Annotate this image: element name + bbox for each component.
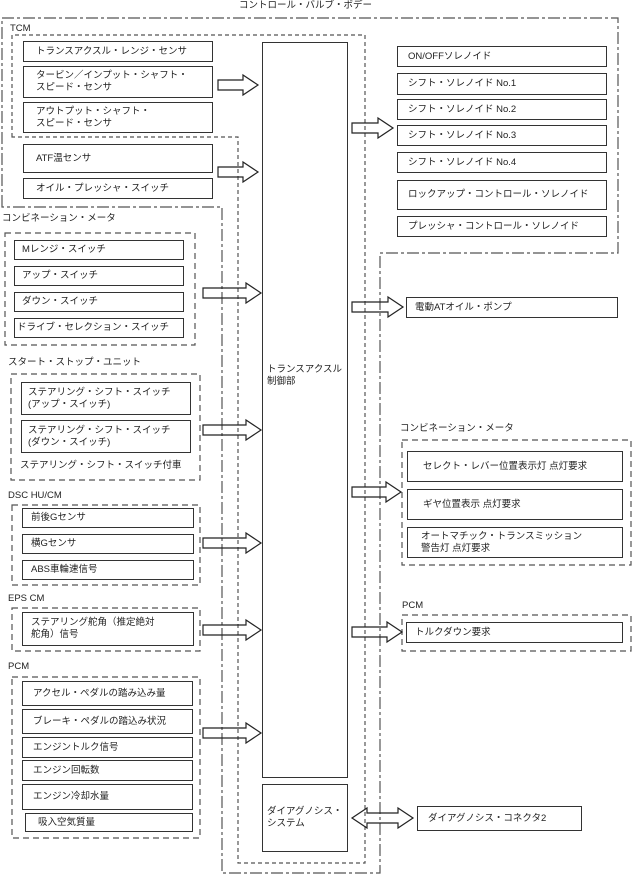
eps-cm-label: EPS CM [8, 593, 45, 604]
arrow-dsc-hu-cm [202, 531, 263, 555]
torque-down-request: トルクダウン要求 [406, 622, 623, 643]
select-lever-indicator-request: セレクト・レバー位置表示灯 点灯要求 [407, 451, 623, 482]
shift-solenoid-2: シフト・ソレノイド No.2 [397, 99, 607, 120]
pcm-output-label: PCM [402, 600, 424, 611]
abs-wheel-speed-signal: ABS車輪速信号 [22, 560, 194, 580]
gear-position-indicator-request: ギヤ位置表示 点灯要求 [407, 489, 623, 520]
steering-shift-switch-down: ステアリング・シフト・スイッチ (ダウン・スイッチ) [21, 420, 191, 453]
lateral-g-sensor: 横Gセンサ [22, 534, 194, 554]
arrow-combination-meter [202, 281, 263, 305]
arrow-start-stop-unit [202, 418, 263, 442]
steering-shift-switch-up: ステアリング・シフト・スイッチ (アップ・スイッチ) [21, 382, 191, 415]
control-valve-body-title: コントロール・バルブ・ボデー [239, 0, 373, 11]
arrow-solenoids [351, 116, 395, 140]
pcm-input-label: PCM [8, 661, 30, 672]
combination-meter-input-label: コンビネーション・メータ [2, 213, 116, 224]
electric-at-oil-pump: 電動ATオイル・ポンプ [406, 297, 618, 318]
arrow-eps-cm [202, 618, 263, 642]
combination-meter-output-label: コンビネーション・メータ [400, 423, 514, 434]
longitudinal-g-sensor: 前後Gセンサ [22, 508, 194, 528]
dsc-hu-cm-label: DSC HU/CM [8, 490, 62, 501]
arrow-pcm-output [351, 620, 404, 644]
on-off-solenoid: ON/OFFソレノイド [397, 46, 607, 67]
arrow-pcm-input [202, 721, 263, 745]
engine-coolant: エンジン冷却水量 [22, 784, 193, 810]
m-range-switch: Mレンジ・スイッチ [14, 240, 184, 260]
arrow-combination-meter-output [351, 480, 403, 504]
up-switch: アップ・スイッチ [14, 266, 184, 286]
arrow-diagnosis-bidirectional [350, 806, 415, 830]
tcm-label: TCM [10, 23, 31, 34]
arrow-oil-pump [351, 295, 405, 319]
transaxle-control-unit: トランスアクスル 制御部 [262, 42, 348, 778]
diagnosis-connector-2: ダイアグノシス・コネクタ2 [417, 806, 582, 831]
lockup-control-solenoid: ロックアップ・コントロール・ソレノイド [397, 180, 607, 210]
shift-solenoid-4: シフト・ソレノイド No.4 [397, 152, 607, 173]
tcm-sensor-output-speed: アウトプット・シャフト・ スピード・センサ [23, 102, 213, 133]
arrow-tcm-others [217, 160, 260, 184]
intake-air-mass: 吸入空気質量 [25, 813, 193, 832]
pressure-control-solenoid: プレッシャ・コントロール・ソレノイド [397, 216, 607, 237]
tcm-atf-temp-sensor: ATF温センサ [23, 144, 213, 173]
start-stop-unit-label: スタート・ストップ・ユニット [8, 357, 142, 368]
arrow-tcm-sensors [217, 73, 260, 97]
tcm-sensor-range: トランスアクスル・レンジ・センサ [23, 41, 213, 62]
engine-torque-signal: エンジントルク信号 [22, 737, 193, 758]
drive-selection-switch: ドライブ・セレクション・スイッチ [14, 318, 184, 338]
engine-speed: エンジン回転数 [22, 760, 193, 781]
shift-solenoid-3: シフト・ソレノイド No.3 [397, 125, 607, 146]
steering-shift-switch-note: ステアリング・シフト・スイッチ付車 [20, 460, 182, 471]
steering-angle-signal: ステアリング舵角（推定絶対 舵角）信号 [22, 612, 194, 646]
diagnosis-system: ダイアグノシス・ システム [262, 784, 348, 852]
brake-pedal-status: ブレーキ・ペダルの踏込み状況 [22, 709, 193, 734]
down-switch: ダウン・スイッチ [14, 292, 184, 312]
tcm-oil-pressure-switch: オイル・プレッシャ・スイッチ [23, 178, 213, 199]
shift-solenoid-1: シフト・ソレノイド No.1 [397, 73, 607, 95]
at-warning-light-request: オートマチック・トランスミッション 警告灯 点灯要求 [407, 527, 623, 558]
accelerator-pedal-amount: アクセル・ペダルの踏み込み量 [22, 681, 193, 706]
tcm-sensor-turbine-speed: タービン／インプット・シャフト・ スピード・センサ [23, 66, 213, 98]
